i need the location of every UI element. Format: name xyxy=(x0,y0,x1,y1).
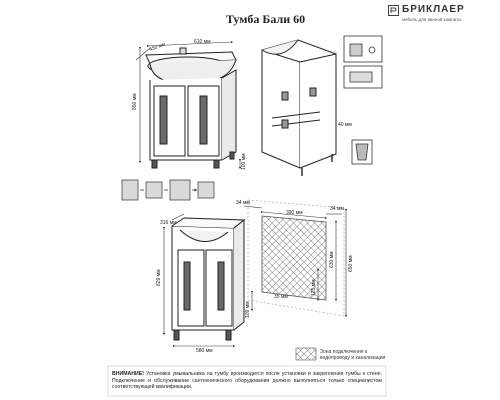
brand-mark-icon xyxy=(388,5,399,16)
legend-line-2: водопроводу и канализации xyxy=(320,355,386,361)
cabinet-open-view xyxy=(261,39,337,176)
brand-name: БРИКЛАЕР xyxy=(402,4,465,15)
warning-frame xyxy=(107,365,387,397)
connection-zone-wall xyxy=(247,199,345,317)
legend: Зона подключения к водопроводу и канализ… xyxy=(320,349,400,361)
dim-zone-base: 35 мм xyxy=(274,294,288,300)
warning-body: Установка умывальника на тумбу производи… xyxy=(112,371,382,391)
brand-tagline: мебель для ванной комнаты xyxy=(402,17,462,22)
zone-dimensions xyxy=(243,205,348,318)
dim-body-height: 829 мм xyxy=(156,269,162,286)
dim-zone-total: 650 мм xyxy=(348,255,354,272)
page-title: Тумба Бали 60 xyxy=(226,12,306,26)
dim-bottom-width: 580 мм xyxy=(196,348,213,354)
dim-zone-width: 390 мм xyxy=(286,210,303,216)
cabinet-install-view xyxy=(171,217,246,341)
legend-swatch xyxy=(295,347,317,361)
dim-zone-inner: 630 мм xyxy=(329,251,335,268)
dim-zone-bottom: 109 мм xyxy=(245,301,251,318)
cabinet-front-view xyxy=(145,47,237,169)
dim-depth: 450 мм xyxy=(149,41,167,53)
dim-zone-lower: 125 мм xyxy=(311,279,317,296)
legend-line-1: Зона подключения к xyxy=(320,349,368,355)
dim-height: 850 мм xyxy=(132,93,138,110)
install-dimensions xyxy=(162,213,236,348)
dim-width: 610 мм xyxy=(194,39,211,45)
front-dimensions xyxy=(135,40,242,170)
warning-lead: ВНИМАНИЕ! xyxy=(112,371,144,377)
dim-gap: 40 мм xyxy=(338,122,352,128)
hardware-details xyxy=(343,35,383,165)
brand-logo: БРИКЛАЕР мебель для ванной комнаты xyxy=(388,4,488,26)
dim-side-right: 34 мм xyxy=(330,206,344,212)
dim-leg: 100 мм xyxy=(241,153,247,170)
dim-inner-depth: 316 мм xyxy=(160,220,177,226)
warning-note: ВНИМАНИЕ! Установка умывальника на тумбу… xyxy=(112,371,382,391)
fitting-steps xyxy=(121,179,215,201)
dim-side-left: 34 мм xyxy=(236,200,250,206)
